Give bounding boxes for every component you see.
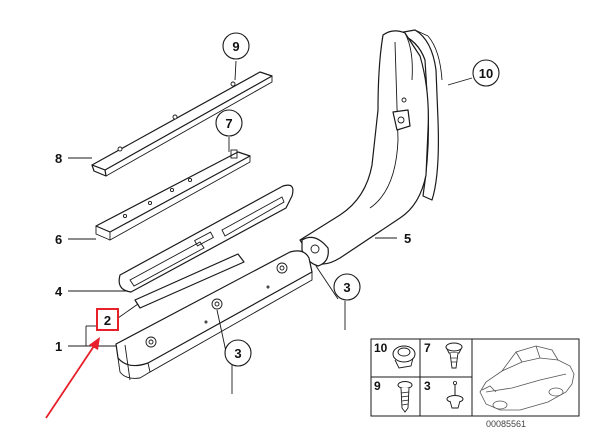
part-4-sill-plate [118, 184, 294, 293]
svg-text:6: 6 [55, 232, 62, 247]
legend-cell-3: 3 [424, 379, 464, 409]
fastener-legend: 10 7 9 [370, 338, 580, 417]
svg-text:10: 10 [479, 66, 493, 81]
callout-10[interactable]: 10 [447, 59, 500, 87]
part-9-strip [91, 71, 273, 177]
diagram-id: 00085561 [486, 419, 526, 429]
svg-text:9: 9 [374, 379, 381, 393]
callout-1[interactable]: 1 [55, 326, 116, 354]
legend-cell-9: 9 [374, 379, 413, 413]
callout-2[interactable]: 2 [86, 303, 139, 331]
svg-text:3: 3 [234, 346, 241, 361]
car-silhouette-icon [479, 345, 575, 411]
callout-3-lower[interactable]: 3 [216, 309, 252, 394]
expanding-clip-icon [445, 342, 463, 369]
part-7-clip-rail [95, 149, 251, 241]
expanding-rivet-icon [446, 380, 464, 409]
callout-6[interactable]: 6 [55, 232, 96, 247]
svg-text:3: 3 [424, 379, 431, 393]
callout-8[interactable]: 8 [55, 151, 92, 166]
svg-text:7: 7 [225, 116, 232, 131]
legend-cell-10: 10 [374, 341, 416, 369]
highlight-box [96, 308, 119, 331]
callout-7[interactable]: 7 [215, 109, 243, 152]
svg-text:4: 4 [55, 284, 63, 299]
callout-3-upper[interactable]: 3 [315, 265, 361, 330]
svg-text:5: 5 [404, 231, 411, 246]
part-2-adhesive-strip [134, 253, 245, 309]
svg-text:10: 10 [374, 341, 388, 355]
callout-4[interactable]: 4 [55, 284, 128, 299]
part-5-pillar-sill-trim [299, 30, 429, 267]
svg-text:2: 2 [104, 313, 111, 328]
svg-text:1: 1 [55, 339, 62, 354]
part-10-pillar-trim [397, 29, 443, 201]
callout-9[interactable]: 9 [222, 32, 250, 81]
svg-text:9: 9 [232, 39, 239, 54]
red-arrow-icon [45, 337, 100, 419]
clip-icon [392, 345, 416, 369]
callout-5[interactable]: 5 [375, 231, 411, 246]
part-1-door-sill-strip [115, 250, 313, 381]
svg-text:8: 8 [55, 151, 62, 166]
svg-text:7: 7 [424, 341, 431, 355]
legend-cell-7: 7 [424, 341, 463, 369]
screw-icon [397, 381, 413, 413]
svg-text:3: 3 [343, 280, 350, 295]
